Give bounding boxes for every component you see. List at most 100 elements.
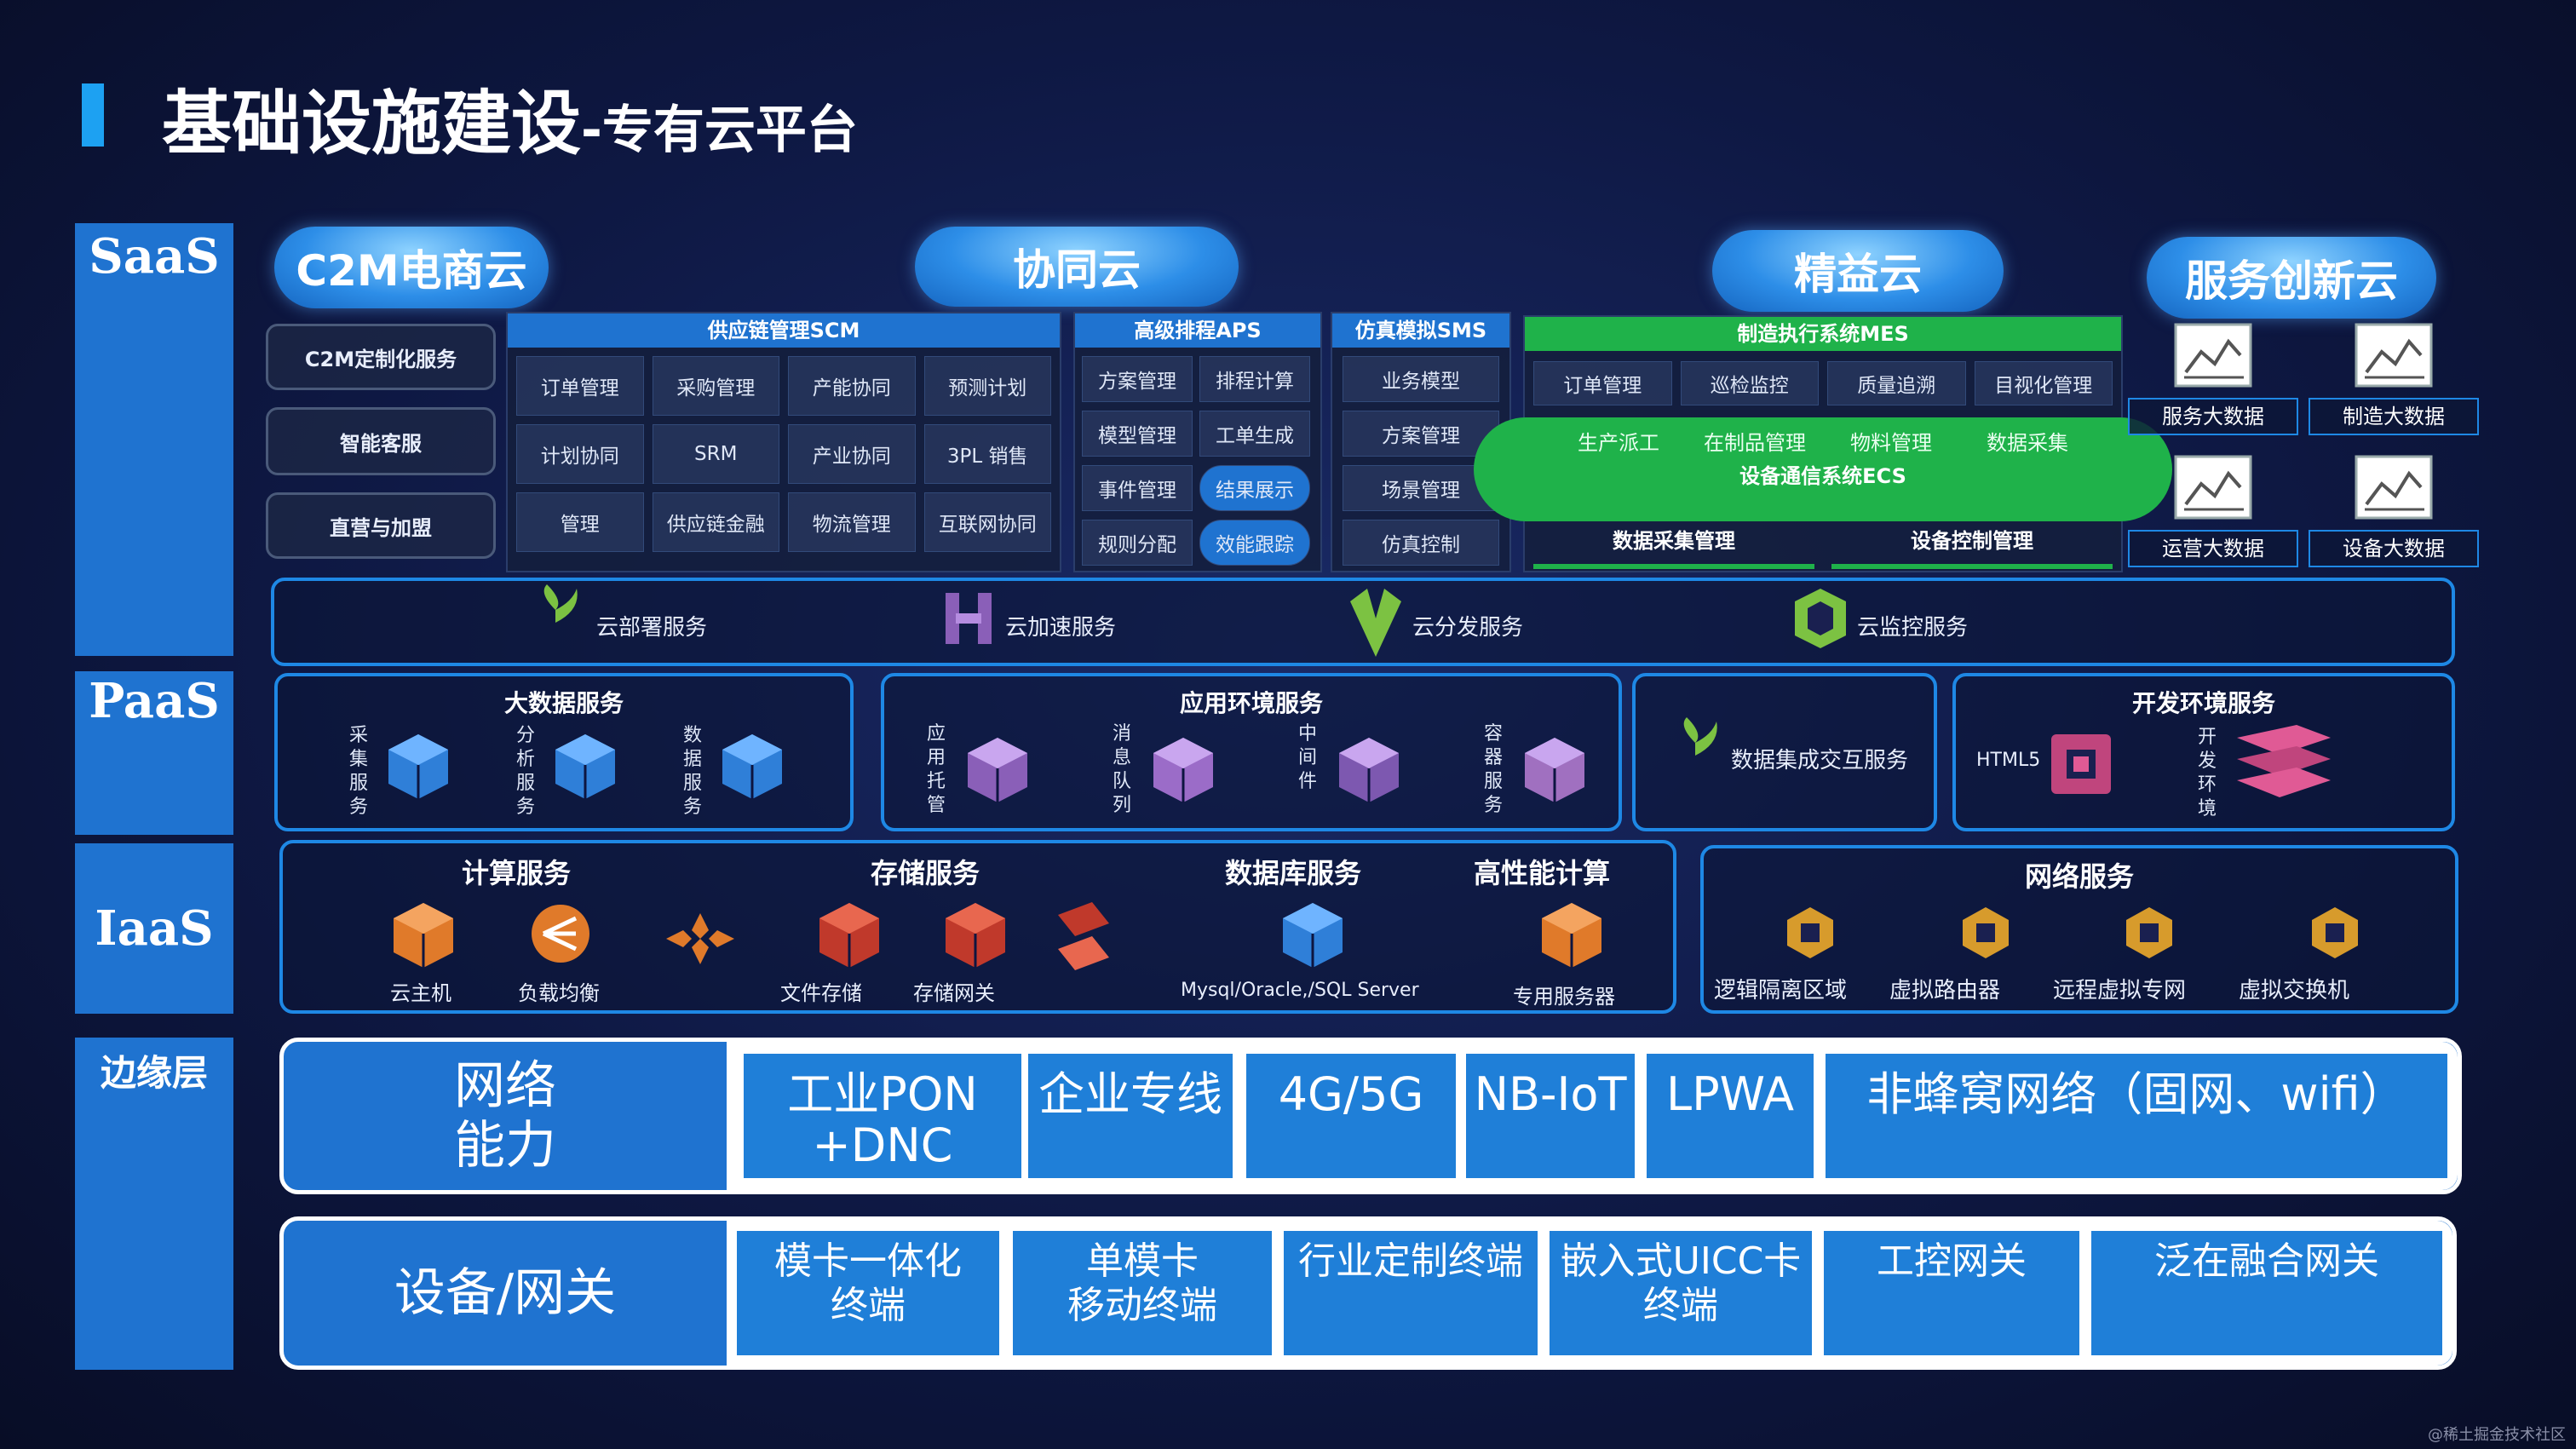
hosting-icon — [959, 731, 1036, 811]
layer-iaas: IaaS — [75, 843, 233, 1014]
iaas-section-title: 计算服务 — [462, 857, 572, 889]
scm-cell: 互联网协同 — [923, 492, 1051, 552]
paas-dev-box: 开发环境服务 HTML5 开发环境 — [1952, 673, 2455, 831]
database-cube-icon — [380, 727, 457, 808]
sms-cell: 方案管理 — [1343, 411, 1499, 457]
edge-network-label: 网络 能力 — [284, 1042, 727, 1190]
chart-icon — [2353, 321, 2435, 393]
scm-cell: 预测计划 — [923, 356, 1051, 416]
edge-device-cell: 行业定制终端 — [1284, 1231, 1538, 1355]
leaf-icon — [1683, 717, 1717, 794]
mes-top-cell: 订单管理 — [1533, 361, 1672, 405]
c2m-item-franchise: 直营与加盟 — [266, 492, 496, 559]
edge-device-cells: 模卡一体化 终端单模卡 移动终端行业定制终端嵌入式UICC卡 终端工控网关泛在融… — [284, 1221, 2452, 1366]
layer-paas: PaaS — [75, 671, 233, 835]
scm-cell: 采购管理 — [652, 356, 779, 416]
paas-bigdata-vlabel: 数据服务 — [682, 725, 702, 818]
database-cube-icon — [547, 727, 624, 808]
bigdata-label: 制造大数据 — [2309, 398, 2479, 435]
scm-cell: 物流管理 — [788, 492, 916, 552]
chart-icon — [2353, 453, 2435, 525]
aps-right-cell: 效能跟踪 — [1199, 520, 1310, 566]
accelerate-icon — [939, 584, 998, 656]
mes-ecs-pill: 生产派工在制品管理物料管理数据采集 设备通信系统ECS — [1474, 417, 2172, 521]
cloud-services-strip: 云部署服务云加速服务云分发服务云监控服务 — [271, 578, 2455, 666]
paas-bigdata-title: 大数据服务 — [503, 689, 624, 717]
iaas-section-title: 数据库服务 — [1225, 857, 1362, 889]
edge-network-cell: 非蜂窝网络（固网、wifi） — [1826, 1054, 2447, 1178]
paas-integration-box: 数据集成交互服务 — [1632, 673, 1937, 831]
layer-saas: SaaS — [75, 223, 233, 656]
cloud-services-row: 云部署服务云加速服务云分发服务云监控服务 — [274, 581, 2452, 663]
iaas-network-items: 逻辑隔离区域虚拟路由器远程虚拟专网虚拟交换机 — [1704, 900, 2455, 1010]
cloud-service-label: 云监控服务 — [1857, 615, 1969, 641]
edge-network-cell: 企业专线 — [1028, 1054, 1233, 1178]
scm-cell: 产能协同 — [788, 356, 916, 416]
mes-top-row: 订单管理巡检监控质量追溯目视化管理 — [1525, 351, 2121, 405]
title-accent-bar — [82, 83, 104, 147]
edge-network-cell: 4G/5G — [1246, 1054, 1456, 1178]
scm-cell: 3PL 销售 — [923, 424, 1051, 484]
mes-header: 制造执行系统MES — [1525, 317, 2121, 351]
bigdata-grid: 服务大数据制造大数据运营大数据设备大数据 — [2126, 310, 2481, 567]
isolation-zone-icon — [1780, 903, 1840, 966]
paas-app-title: 应用环境服务 — [1179, 689, 1323, 717]
distribute-icon — [1346, 584, 1406, 664]
paas-bigdata-vlabel: 分析服务 — [515, 725, 535, 818]
c2m-item-service: 智能客服 — [266, 407, 496, 475]
paas-dev-title: 开发环境服务 — [2131, 689, 2275, 717]
paas-app-vlabel: 应用托管 — [926, 723, 946, 816]
scm-cell: 管理 — [516, 492, 644, 552]
scm-cell: 产业协同 — [788, 424, 916, 484]
network-label: 虚拟交换机 — [2239, 978, 2350, 1003]
edge-device-cell: 泛在融合网关 — [2091, 1231, 2442, 1355]
mes-green-row: 生产派工在制品管理物料管理数据采集 — [1474, 417, 2172, 456]
paas-bigdata-box: 大数据服务 采集服务 分析服务 数据服务 — [274, 673, 854, 831]
edge-network-cell: NB-IoT — [1466, 1054, 1635, 1178]
watermark: @稀土掘金技术社区 — [2428, 1426, 2566, 1444]
bigdata-tile: 运营大数据 — [2126, 442, 2300, 567]
mes-top-cell: 质量追溯 — [1827, 361, 1966, 405]
aps-right-cell: 工单生成 — [1199, 411, 1310, 457]
integration-label: 数据集成交互服务 — [1731, 748, 1909, 773]
aps-right-cell: 排程计算 — [1199, 356, 1310, 402]
page-title: 基础设施建设-专有云平台 — [162, 83, 858, 164]
html5-icon — [2051, 734, 2111, 794]
network-label: 逻辑隔离区域 — [1714, 978, 1848, 1003]
deploy-icon — [530, 584, 581, 664]
paas-app-vlabel: 中间件 — [1297, 723, 1317, 792]
storage-label: 存储网关 — [913, 981, 995, 1005]
aps-header: 高级排程APS — [1075, 313, 1320, 348]
paas-bigdata-items: 采集服务 分析服务 数据服务 — [278, 719, 850, 830]
cloud-jingyi: 精益云 — [1712, 230, 2004, 312]
paas-bigdata-vlabel: 采集服务 — [348, 725, 368, 818]
html5-label: HTML5 — [1976, 750, 2041, 771]
mes-top-cell: 目视化管理 — [1974, 361, 2113, 405]
scm-cell: 订单管理 — [516, 356, 644, 416]
bigdata-label: 运营大数据 — [2128, 530, 2298, 567]
cloud-c2m: C2M电商云 — [274, 227, 549, 308]
chart-icon — [2172, 321, 2254, 393]
database-label: Mysql/Oracle,/SQL Server — [1181, 980, 1419, 1001]
cloud-service-label: 云加速服务 — [1005, 615, 1117, 641]
ecs-label: 设备通信系统ECS — [1739, 464, 1906, 488]
iaas-network-box: 网络服务 逻辑隔离区域虚拟路由器远程虚拟专网虚拟交换机 — [1700, 845, 2458, 1014]
database-icon — [1274, 896, 1351, 976]
monitor-icon — [1791, 584, 1850, 656]
iaas-section-title: 存储服务 — [871, 857, 980, 889]
aps-left-cell: 模型管理 — [1082, 411, 1193, 457]
storage-label: 文件存储 — [780, 981, 862, 1005]
mes-green-item: 数据采集 — [1987, 431, 2068, 455]
scm-cell: 供应链金融 — [652, 492, 779, 552]
autoscale-icon — [658, 905, 743, 976]
queue-icon — [1145, 731, 1222, 811]
edge-network-cell: 工业PON +DNC — [744, 1054, 1021, 1178]
chart-icon — [2172, 453, 2254, 525]
edge-network-cell: LPWA — [1647, 1054, 1814, 1178]
